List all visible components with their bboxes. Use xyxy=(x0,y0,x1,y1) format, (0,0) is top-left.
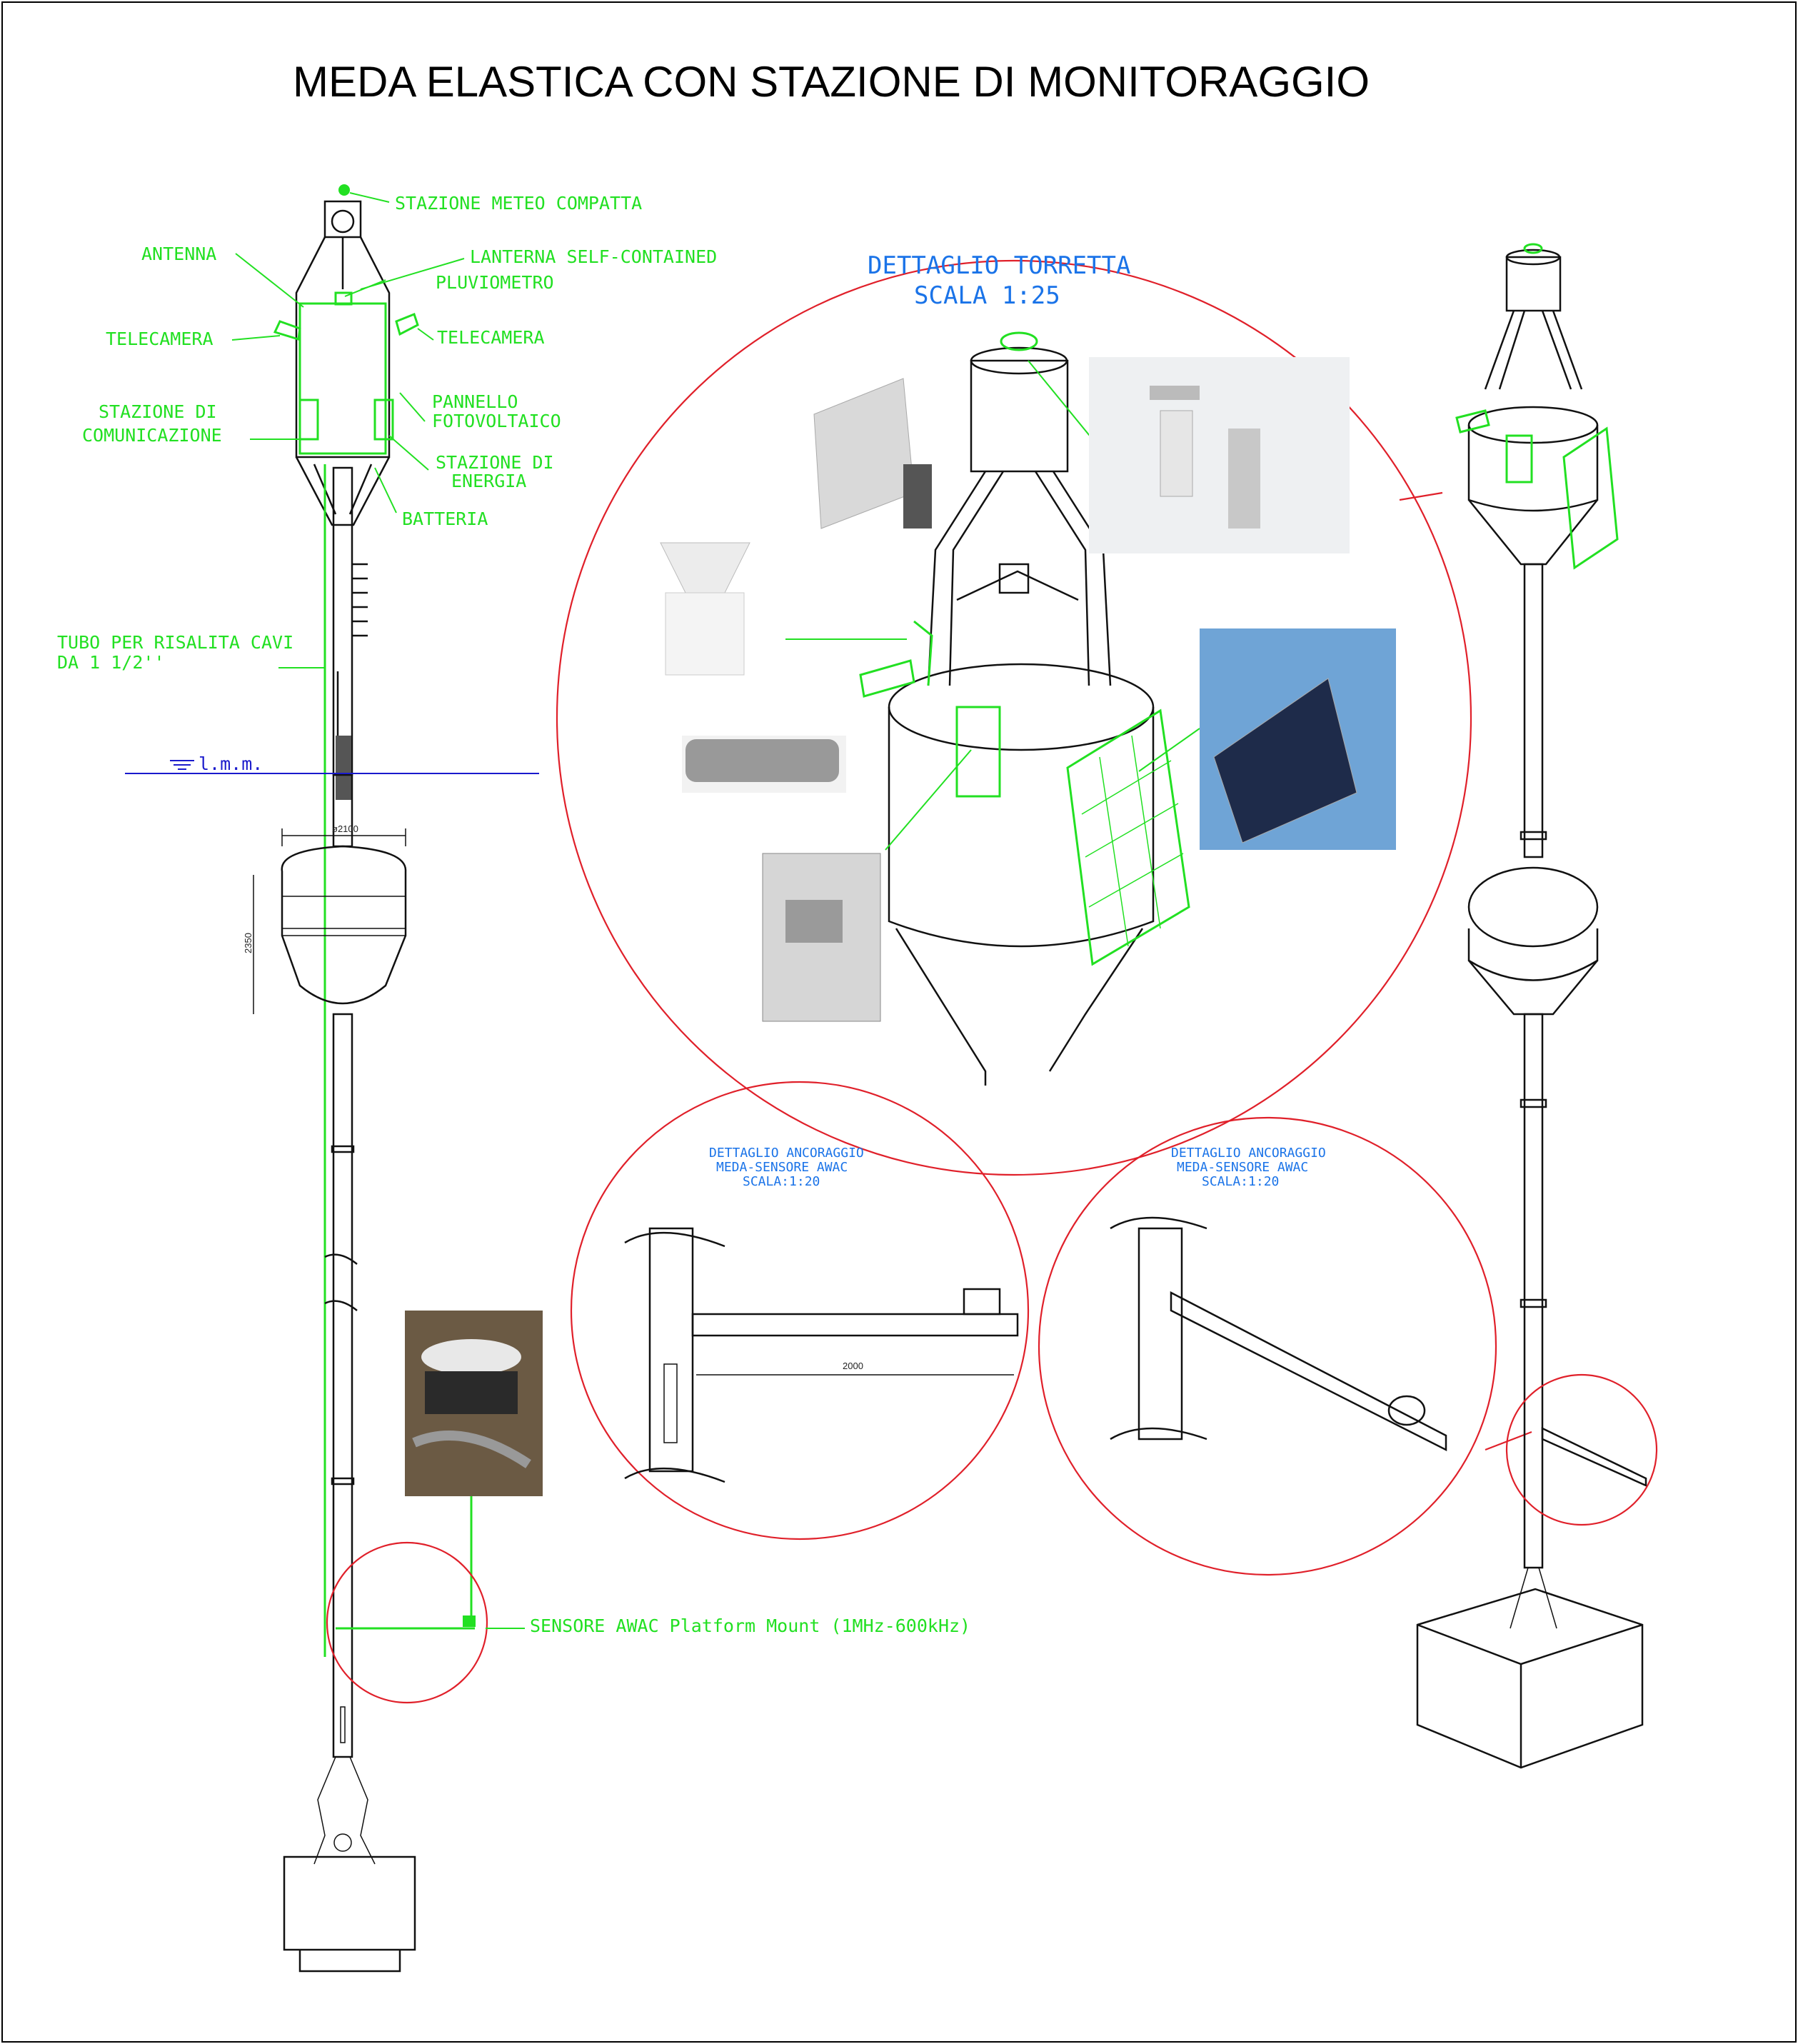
tower-cage xyxy=(298,302,387,455)
detail-torretta: DETTAGLIO TORRETTA SCALA 1:25 xyxy=(556,251,1472,1176)
stazione-meteo-marker xyxy=(338,184,350,196)
detail-anchorage-a: DETTAGLIO ANCORAGGIO MEDA-SENSORE AWAC S… xyxy=(570,1081,1030,1540)
anchorage-a-title-2: MEDA-SENSORE AWAC xyxy=(716,1160,848,1175)
label-stazione-com-1: STAZIONE DI xyxy=(99,401,217,422)
label-pannello-2: FOTOVOLTAICO xyxy=(432,411,561,431)
label-tubo-1: TUBO PER RISALITA CAVI xyxy=(57,632,293,653)
label-telecamera-left: TELECAMERA xyxy=(106,329,214,349)
anchor-chains xyxy=(313,1756,376,1865)
torretta-detail-circle xyxy=(556,259,1472,1176)
torretta-title-2: SCALA 1:25 xyxy=(914,281,1060,310)
label-tubo-2: DA 1 1/2'' xyxy=(57,652,165,673)
leader-lines xyxy=(231,192,525,1629)
anchorage-b-circle xyxy=(1038,1116,1497,1576)
pole-lower xyxy=(332,1013,353,1758)
label-stazione-com-2: COMUNICAZIONE xyxy=(82,425,222,446)
label-telecamera-right: TELECAMERA xyxy=(437,327,545,348)
photo-weather-station xyxy=(1089,357,1350,553)
solar-panel-iso xyxy=(1562,426,1619,570)
anchorage-b-title-1: DETTAGLIO ANCORAGGIO xyxy=(1171,1146,1326,1161)
anchor-block-iso xyxy=(1416,1588,1644,1769)
label-stazione-meteo: STAZIONE METEO COMPATTA xyxy=(395,193,642,214)
arm-dim: 2000 xyxy=(843,1361,863,1371)
photo-antenna xyxy=(813,378,932,529)
awac-detail-marker xyxy=(326,1541,488,1704)
label-antenna: ANTENNA xyxy=(141,244,216,264)
photo-comm-box xyxy=(762,853,881,1022)
anchor-block xyxy=(283,1855,416,1951)
anchorage-b-title-3: SCALA:1:20 xyxy=(1202,1174,1279,1189)
diameter-dim: ø2100 xyxy=(332,823,358,834)
solar-panel xyxy=(1066,708,1190,966)
buoy-iso xyxy=(1467,866,1599,948)
height-dim: 2350 xyxy=(243,933,253,953)
lmm-label: l.m.m. xyxy=(199,753,263,774)
photo-camera xyxy=(682,736,846,793)
chains-iso xyxy=(1510,1567,1557,1629)
ladder-rungs xyxy=(352,563,368,637)
water-level-icon xyxy=(170,760,194,770)
label-lanterna: LANTERNA SELF-CONTAINED xyxy=(470,246,717,267)
photo-rain-gauge xyxy=(660,542,750,676)
anchorage-marker-iso xyxy=(1505,1373,1658,1526)
label-pluviometro: PLUVIOMETRO xyxy=(436,272,554,293)
left-elevation: l.m.m. ø2100 2350 xyxy=(125,184,539,1973)
awac-photo xyxy=(405,1311,543,1496)
label-energia-2: ENERGIA xyxy=(451,471,526,491)
anchorage-b-title-2: MEDA-SENSORE AWAC xyxy=(1177,1160,1308,1175)
drawing-title: MEDA ELASTICA CON STAZIONE DI MONITORAGG… xyxy=(293,58,1370,106)
label-batteria: BATTERIA xyxy=(402,509,488,529)
detail-anchorage-b: DETTAGLIO ANCORAGGIO MEDA-SENSORE AWAC S… xyxy=(1038,1116,1532,1576)
torretta-title-1: DETTAGLIO TORRETTA xyxy=(868,251,1130,280)
label-sensore: SENSORE AWAC Platform Mount (1MHz-600kHz… xyxy=(530,1615,970,1636)
anchorage-a-circle xyxy=(570,1081,1030,1540)
photo-solar xyxy=(1200,628,1396,850)
label-pannello-1: PANNELLO xyxy=(432,391,518,412)
right-isometric xyxy=(1399,243,1658,1769)
camera-detail xyxy=(859,659,915,698)
label-energia-1: STAZIONE DI xyxy=(436,452,554,473)
anchorage-a-title-3: SCALA:1:20 xyxy=(743,1174,820,1189)
buoy xyxy=(281,845,407,1005)
anchorage-a-title-1: DETTAGLIO ANCORAGGIO xyxy=(709,1146,864,1161)
weather-station-top xyxy=(1000,331,1038,351)
